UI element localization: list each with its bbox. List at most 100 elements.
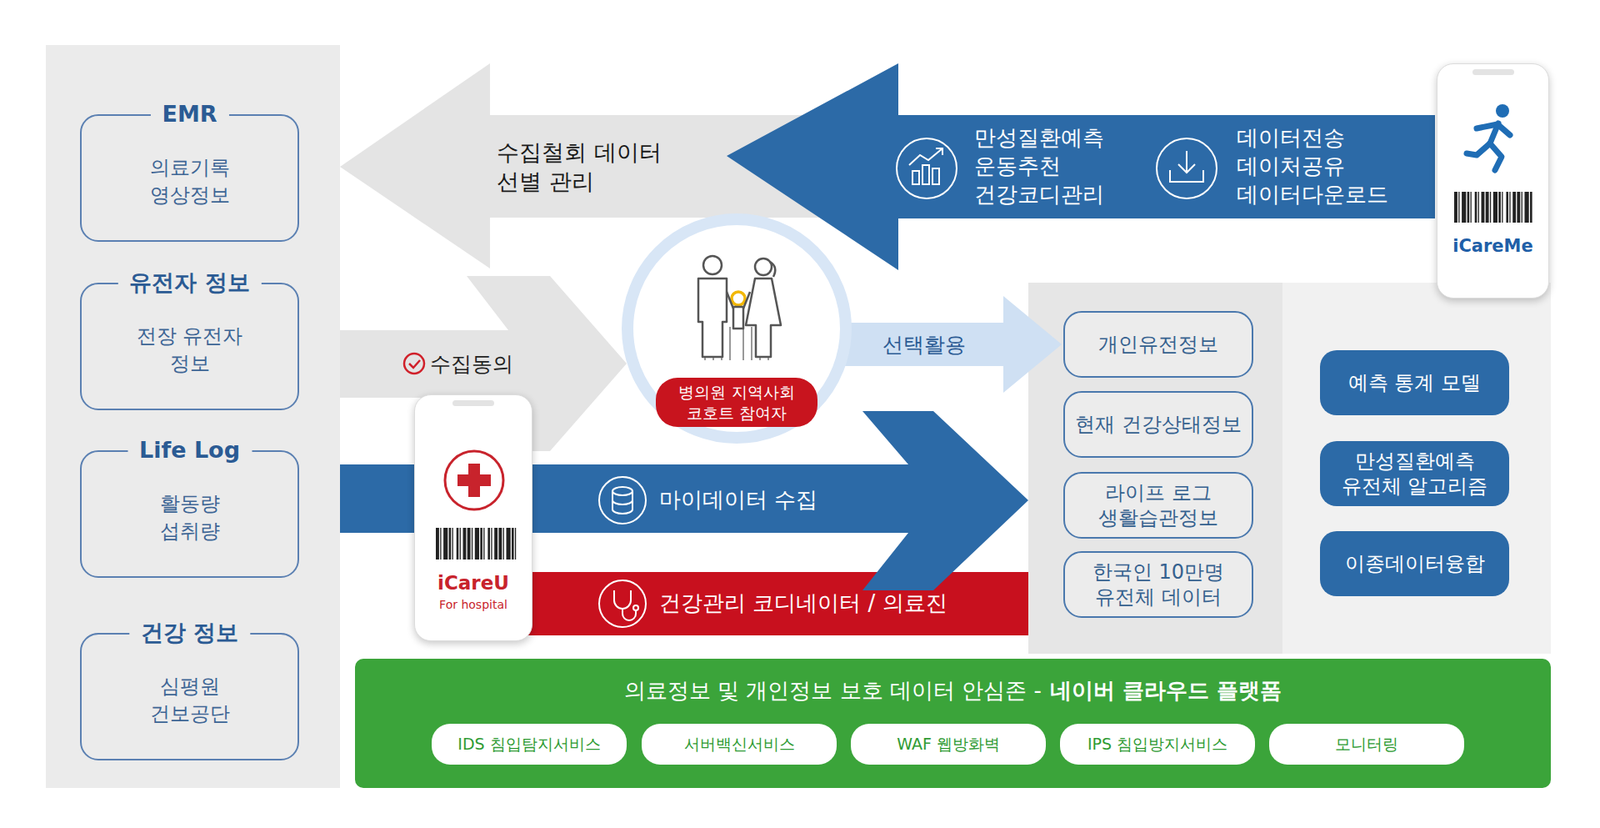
chart-icon xyxy=(909,148,943,165)
data-box: 이종데이터융합 xyxy=(1320,530,1510,596)
data-box: 한국인 10만명 유전체 데이터 xyxy=(1063,550,1254,618)
barcode-bar xyxy=(1498,191,1501,223)
source-box: EMR의료기록 영상정보 xyxy=(80,114,300,242)
barcode-bar xyxy=(1505,191,1509,223)
data-box: 라이프 로그 생활습관정보 xyxy=(1063,471,1254,539)
barcode-bar xyxy=(1475,191,1478,223)
barcode-bar xyxy=(1461,191,1466,223)
edge-label: 선택활용 xyxy=(879,330,970,359)
arrow-label: 마이데이터 수집 xyxy=(659,485,818,515)
barcode-bar xyxy=(490,527,492,560)
barcode xyxy=(435,191,1533,560)
stethoscope-icon xyxy=(614,590,631,609)
barcode-bar xyxy=(1458,191,1460,223)
barcode-bar xyxy=(487,527,490,560)
download-icon xyxy=(1156,138,1217,199)
check-icon xyxy=(409,360,420,368)
connector-arrow xyxy=(845,295,1062,393)
barcode-bar xyxy=(1470,191,1472,223)
barcode-bar xyxy=(515,527,516,560)
source-box: 건강 정보심평원 건보공단 xyxy=(80,632,300,760)
box-body: 활동량 섭취량 xyxy=(127,490,253,545)
chart-icon xyxy=(896,138,957,199)
barcode-bar xyxy=(1525,191,1530,223)
cohort-people xyxy=(698,278,727,357)
source-box: Life Log활동량 섭취량 xyxy=(80,450,300,578)
data-panel xyxy=(1028,282,1283,654)
arrow-label: 만성질환예측 운동추천 건강코디관리 xyxy=(974,124,1120,209)
running-icon xyxy=(1466,143,1490,155)
barcode-bar xyxy=(503,527,505,560)
running-icon xyxy=(1490,143,1502,170)
barcode-bar xyxy=(1501,191,1503,223)
arrow-label: 수집철회 데이터 선별 관리 xyxy=(496,137,690,196)
phone-label: iCareU xyxy=(415,571,532,594)
model-panel xyxy=(1282,282,1551,654)
download-icon xyxy=(1156,138,1217,199)
box-text: 만성질환예측 유전체 알고리즘 xyxy=(1330,448,1500,499)
barcode-bar xyxy=(1481,191,1485,223)
platform-text-bold: 네이버 클라우드 플랫폼 xyxy=(1050,676,1282,705)
data-box: IDS 침입탐지서비스 xyxy=(431,723,627,765)
barcode-bar xyxy=(463,527,467,560)
box-body: 심평원 건보공단 xyxy=(127,672,253,727)
red-cross-icon xyxy=(445,450,504,510)
flow-arrow: 만성질환예측 운동추천 건강코디관리 데이터전송 데이처공유 데이터다운로드 xyxy=(726,63,1435,270)
box-text: IDS 침입탐지서비스 xyxy=(457,734,600,755)
cohort-label: 병의원 지역사회 코호트 참여자 xyxy=(655,377,818,427)
arrow-label: 건강관리 코디네이터 / 의료진 xyxy=(659,589,948,618)
barcode-bar xyxy=(498,527,502,560)
chart-icon xyxy=(932,168,940,185)
note-label: 수집동의 xyxy=(430,350,514,378)
source-box: 유전자 정보전장 유전자 정보 xyxy=(80,282,300,410)
red-cross-icon xyxy=(457,474,491,486)
chart-icon xyxy=(896,138,957,199)
check-icon xyxy=(404,353,425,374)
database-icon xyxy=(599,476,646,524)
data-box: 현재 건강상태정보 xyxy=(1063,390,1254,458)
data-box: IPS 침입방지서비스 xyxy=(1060,723,1255,765)
cohort-people xyxy=(703,255,722,275)
box-text: 모니터링 xyxy=(1335,734,1399,755)
barcode-bar xyxy=(435,527,440,560)
box-text: 예측 통계 모델 xyxy=(1348,370,1481,395)
arrow-fill xyxy=(466,571,1029,635)
data-box: WAF 웹방화벽 xyxy=(850,723,1046,765)
cohort-people xyxy=(745,278,781,357)
platform-text: 의료정보 및 개인정보 보호 데이터 안심존 - xyxy=(624,676,1042,705)
box-heading: 건강 정보 xyxy=(129,618,250,647)
running-icon xyxy=(1466,104,1510,170)
database-icon xyxy=(612,486,633,495)
barcode-bar xyxy=(494,527,498,560)
barcode-bar xyxy=(452,527,454,560)
data-box: 예측 통계 모델 xyxy=(1320,350,1510,415)
stethoscope-icon xyxy=(633,605,639,610)
barcode-bar xyxy=(1521,191,1523,223)
box-text: 한국인 10만명 유전체 데이터 xyxy=(1073,559,1244,610)
chart-icon xyxy=(922,165,930,185)
check-icon xyxy=(404,353,425,374)
barcode-bar xyxy=(1509,191,1510,223)
cohort-people xyxy=(698,255,781,360)
phone-label: For hospital xyxy=(415,597,532,611)
phone-device: iCareMe xyxy=(1436,63,1550,299)
database-icon xyxy=(612,490,633,514)
cohort-people xyxy=(731,291,745,305)
barcode-bar xyxy=(456,527,460,560)
box-heading: Life Log xyxy=(127,435,252,465)
arrow-fill xyxy=(726,63,1435,270)
red-cross-icon xyxy=(445,450,504,510)
box-text: 라이프 로그 생활습관정보 xyxy=(1073,480,1244,530)
stethoscope-icon xyxy=(599,580,646,627)
running-icon xyxy=(1495,104,1510,118)
platform-title: 의료정보 및 개인정보 보호 데이터 안심존 - 네이버 클라우드 플랫폼 xyxy=(355,676,1551,705)
box-text: 서버백신서비스 xyxy=(684,734,795,755)
box-text: 개인유전정보 xyxy=(1098,331,1219,357)
data-box: 만성질환예측 유전체 알고리즘 xyxy=(1320,440,1510,506)
barcode-bar xyxy=(460,527,461,560)
arrow-label: 데이터전송 데이처공유 데이터다운로드 xyxy=(1236,124,1408,209)
barcode-bar xyxy=(1516,191,1520,223)
cohort-people xyxy=(770,261,775,277)
stethoscope-icon xyxy=(599,580,646,627)
